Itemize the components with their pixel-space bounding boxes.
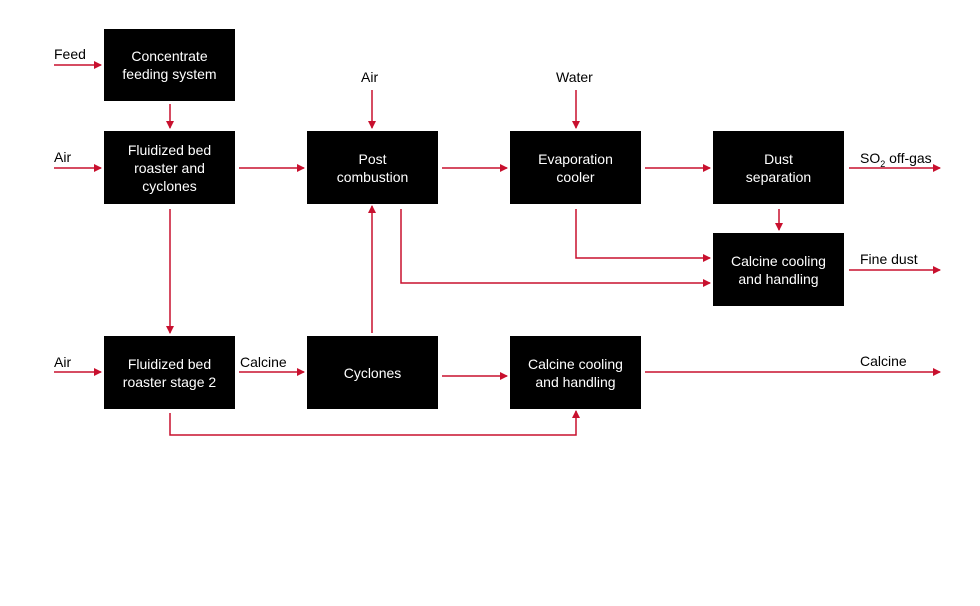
water-label: Water [556, 69, 593, 85]
calcine-cooling-upper-box: Calcine cooling and handling [713, 233, 844, 306]
roaster-2-box: Fluidized bed roaster stage 2 [104, 336, 235, 409]
evaporation-cooler-box: Evaporation cooler [510, 131, 641, 204]
post-combustion-box: Post combustion [307, 131, 438, 204]
air-post-combustion-label: Air [361, 69, 379, 85]
post-combustion-to-calcine-upper-arrow [400, 209, 711, 287]
evaporation-to-calcine-upper-arrow [575, 209, 711, 262]
calcine-out-label: Calcine [860, 353, 907, 369]
so2-subscript: 2 [880, 158, 886, 169]
roaster-1-box: Fluidized bed roaster and cyclones [104, 131, 235, 204]
calcine-mid-label: Calcine [240, 354, 287, 370]
roaster-2-to-calcine-lower-arrow [169, 410, 580, 436]
air-roaster-1-label: Air [54, 149, 72, 165]
air-roaster-2-label: Air [54, 354, 72, 370]
calcine-cooling-lower-box: Calcine cooling and handling [510, 336, 641, 409]
feed-label: Feed [54, 46, 86, 62]
concentrate-feeding-box: Concentrate feeding system [104, 29, 235, 101]
fine-dust-label: Fine dust [860, 251, 918, 267]
dust-separation-box: Dust separation [713, 131, 844, 204]
cyclones-box: Cyclones [307, 336, 438, 409]
so2-offgas-label: SO2 off-gas [860, 150, 932, 169]
